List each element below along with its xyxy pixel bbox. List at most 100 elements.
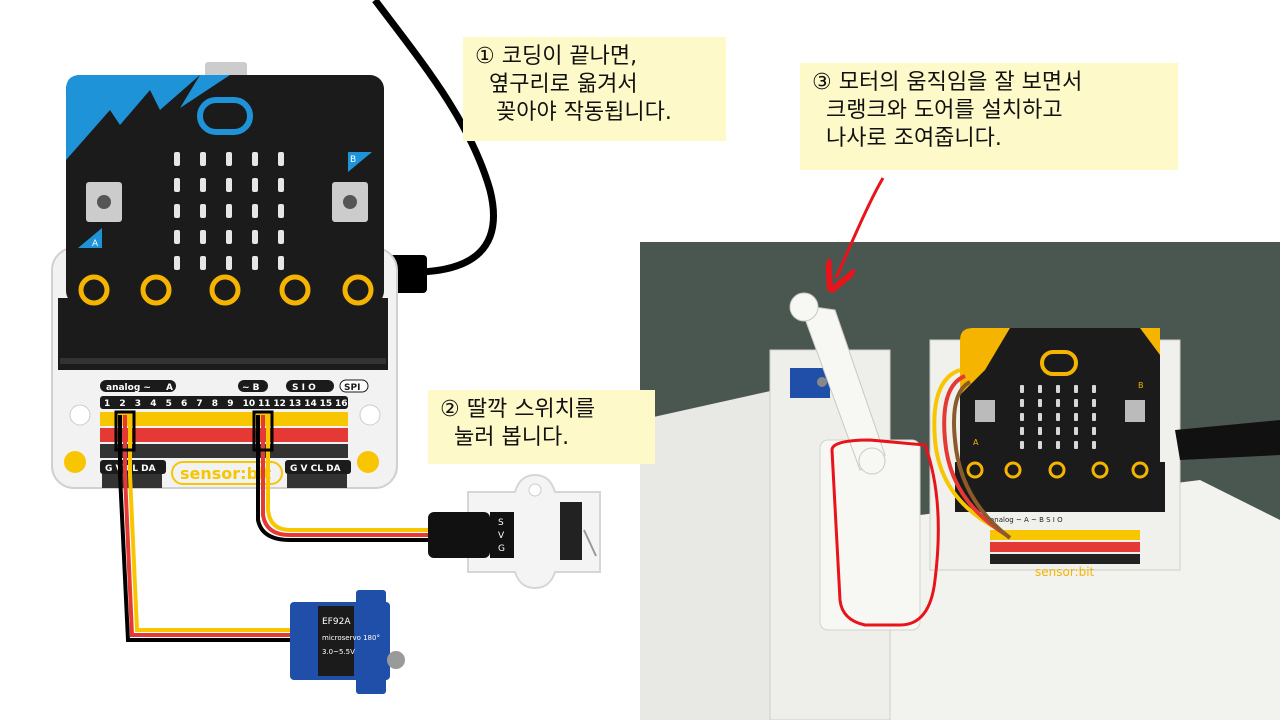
photo-crank [799,304,886,471]
microbit-usb-port [205,62,247,78]
pin-number-label: 4 [150,399,156,409]
switch-pin-v: V [498,531,505,541]
photo-led [1092,399,1096,407]
mount-hole [64,451,86,473]
photo-led [1020,413,1024,421]
header-pin-rows [100,412,348,458]
led [252,204,258,218]
led [252,178,258,192]
photo-led [1020,399,1024,407]
led [278,230,284,244]
led [252,152,258,166]
switch-lever[interactable] [583,529,597,557]
led [278,178,284,192]
photo-led [1074,413,1078,421]
led [174,230,180,244]
led [200,230,206,244]
photo-microbit [960,328,1160,498]
led [200,152,206,166]
photo-led [1056,413,1060,421]
pin-number-label: 2 [119,399,125,409]
led-matrix [174,152,284,270]
led [226,204,232,218]
led [174,178,180,192]
led [174,152,180,166]
photo-led [1020,385,1024,393]
led [200,178,206,192]
photo-led [1056,441,1060,449]
led [226,178,232,192]
photo-led [1056,399,1060,407]
switch-pin-g: G [498,544,505,554]
b-pin-label: ~ B [242,383,260,393]
photo-led [1038,427,1042,435]
photo-usb-cable [1175,420,1280,460]
servo-name: microservo 180° [322,634,380,642]
photo-wires [932,368,1001,532]
photo-led [1056,385,1060,393]
photo-led [1092,413,1096,421]
photo-button-b-label: B [1138,381,1144,390]
pin-number-label: 6 [181,399,187,409]
led [278,204,284,218]
photo-led [1056,427,1060,435]
arrow-icon [836,177,885,278]
led [252,256,258,270]
led [226,152,232,166]
led [278,256,284,270]
photo-led [1092,441,1096,449]
instruction-note-step1: ① 코딩이 끝나면, 옆구리로 옮겨서 꽂아야 작동됩니다. [463,37,726,141]
photo-led [1038,441,1042,449]
led [226,256,232,270]
led [174,256,180,270]
servo-shaft [387,651,405,669]
sio-label: S I O [292,383,316,393]
analog-label: analog ~ [106,383,151,393]
led [200,204,206,218]
pin-number-label: 5 [166,399,172,409]
instruction-note-step3: ③ 모터의 움직임을 잘 보면서 크랭크와 도어를 설치하고 나사로 조여줍니다… [800,63,1178,170]
spi-label: SPI [344,383,360,393]
usb-cable [372,0,497,276]
switch-plug [428,512,490,558]
photo-led [1092,385,1096,393]
instruction-note-step2: ② 딸깍 스위치를 눌러 봅니다. [428,390,655,464]
pin-number-label: 16 [335,399,348,409]
mount-hole [359,404,381,426]
brand-label: sensor:bit [180,464,272,483]
photo-led-matrix [1020,385,1096,449]
photo-edge-rings [966,461,1149,479]
button-b-label: B [350,155,356,165]
pin-number-label: 13 [289,399,302,409]
photo-led [1038,413,1042,421]
pin-number-label: 14 [304,399,317,409]
microbit: A B [66,62,384,306]
switch-module: S V G [428,473,601,590]
pin-number-label: 12 [273,399,286,409]
assembly-photo: A B analog ~ A ~ B S I O sensor:bit [640,242,1280,720]
photo-led [1020,441,1024,449]
pin-number-label: 11 [258,399,271,409]
photo-led [1074,441,1078,449]
button-a-label: A [92,239,99,249]
a-pin-label: A [166,383,173,393]
photo-led [1038,385,1042,393]
switch-pin-s: S [498,518,504,528]
gvcl-right-label: G V CL DA [290,464,341,474]
photo-led [1074,427,1078,435]
led [174,204,180,218]
photo-led [1074,385,1078,393]
pin-number-label: 9 [227,399,233,409]
servo-model: EF92A [322,617,351,627]
pin-number-label: 10 [243,399,256,409]
micro-switch[interactable] [560,502,582,560]
highlight-door-outline [830,438,940,627]
pin-number-label: 3 [135,399,141,409]
servo-motor: EF92A microservo 180° 3.0~5.5V [290,590,405,694]
switch-wire [256,415,440,542]
photo-led [1092,427,1096,435]
photo-led [1074,399,1078,407]
led [278,152,284,166]
